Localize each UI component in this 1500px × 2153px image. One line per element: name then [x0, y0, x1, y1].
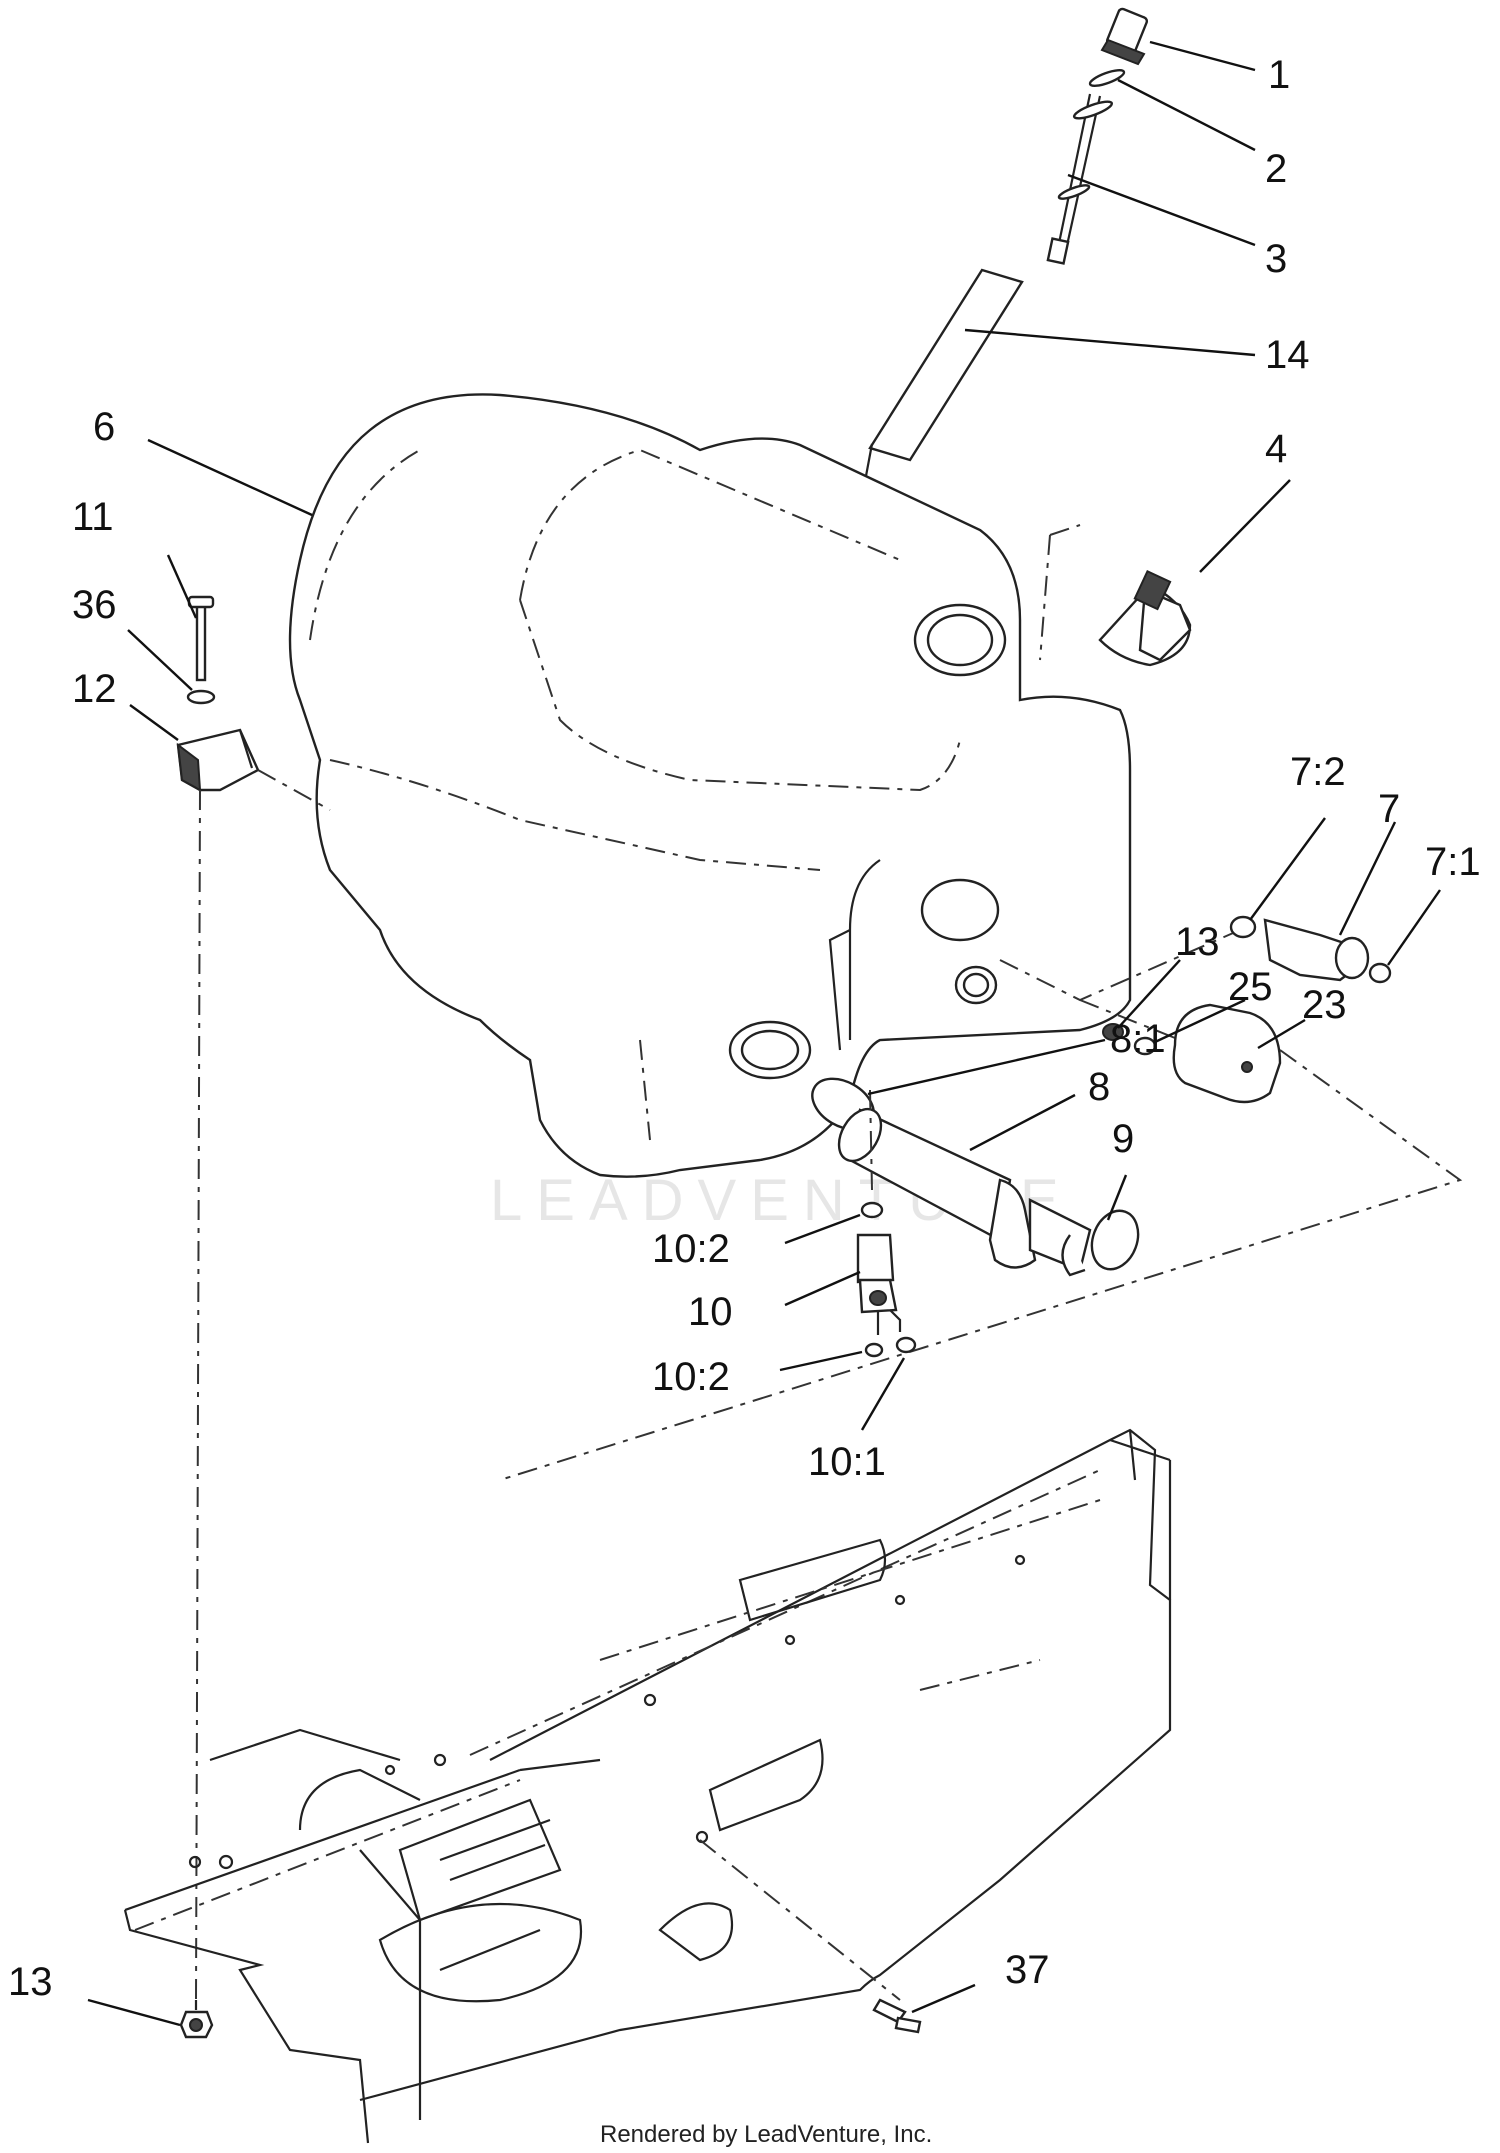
- callout-9: 9: [1112, 1117, 1134, 1161]
- callout-labels: 1 2 3 14 4 6 11 36 12 7:2 7 7:1 13 25 23…: [8, 53, 1481, 2004]
- drain-valve: [856, 1089, 917, 1358]
- part-4-vent: [1039, 524, 1192, 667]
- callout-10-2-upper: 10:2: [652, 1227, 730, 1271]
- callout-37: 37: [1005, 1948, 1050, 1992]
- callout-14: 14: [1265, 333, 1310, 377]
- chassis-frame: [123, 1428, 1172, 2144]
- callout-10-2-lower: 10:2: [652, 1355, 730, 1399]
- callout-8-1: 8:1: [1110, 1017, 1166, 1061]
- callout-11: 11: [72, 495, 114, 539]
- callout-2: 2: [1265, 147, 1287, 191]
- right-fittings: [499, 915, 1463, 1481]
- fuel-tank: [288, 393, 1132, 1178]
- callout-25: 25: [1228, 965, 1273, 1009]
- callout-10: 10: [688, 1290, 733, 1334]
- callout-36: 36: [72, 583, 117, 627]
- callout-3: 3: [1265, 237, 1287, 281]
- callout-7: 7: [1378, 787, 1400, 831]
- callout-12: 12: [72, 667, 117, 711]
- callout-10-1: 10:1: [808, 1440, 886, 1484]
- filler-assembly: [864, 7, 1149, 477]
- callout-7-2: 7:2: [1290, 750, 1346, 794]
- callout-13-bottom: 13: [8, 1960, 53, 2004]
- callout-6: 6: [93, 405, 115, 449]
- callout-7-1: 7:1: [1425, 840, 1481, 884]
- callout-4: 4: [1265, 427, 1287, 471]
- callout-23: 23: [1302, 983, 1347, 1027]
- left-bracket: [176, 595, 331, 2001]
- part-13-nut: [179, 2000, 214, 2039]
- leader-lines: [87, 40, 1441, 2027]
- part-37-bolt: [872, 1998, 922, 2034]
- callout-1: 1: [1268, 53, 1290, 97]
- callout-13-top: 13: [1175, 920, 1220, 964]
- footer-credit: Rendered by LeadVenture, Inc.: [600, 2121, 932, 2148]
- callout-8: 8: [1088, 1065, 1110, 1109]
